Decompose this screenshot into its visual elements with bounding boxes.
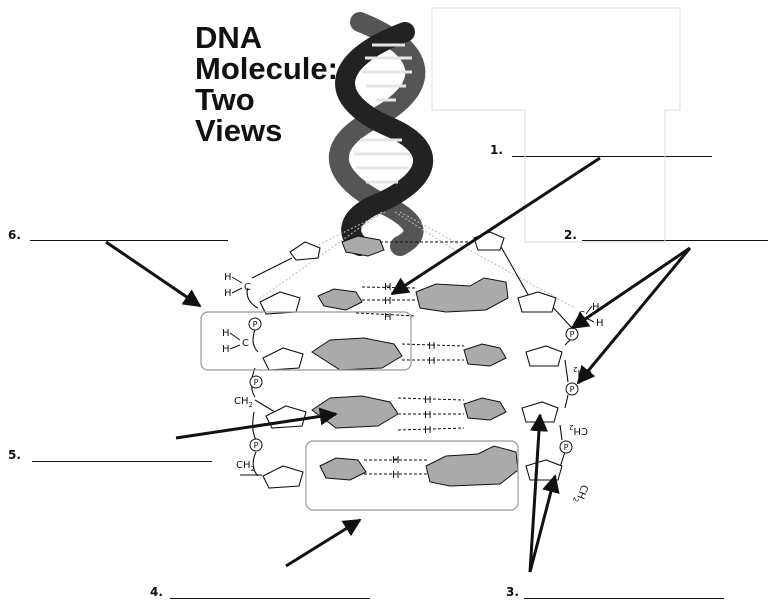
arrow-6 <box>106 242 200 306</box>
hydrogen-atom: H <box>384 312 392 323</box>
nitrogen-bases <box>312 236 518 486</box>
ch2-group-rotated: CH2 <box>571 482 590 504</box>
phosphate-label: P <box>253 320 258 329</box>
hydrogen-atom: H <box>428 341 436 352</box>
hydrogen-atom: H <box>384 296 392 307</box>
hydrogen-atom: H <box>224 288 232 299</box>
arrow-2b <box>578 248 690 383</box>
double-helix-icon <box>258 22 575 308</box>
hydrogen-atom: H <box>596 318 604 329</box>
phosphate-label: P <box>564 443 569 452</box>
carbon-atom: C <box>244 282 251 293</box>
ch2-group-rotated: CH2 <box>569 423 588 436</box>
svg-text:CH2: CH2 <box>571 482 590 504</box>
hydrogen-atom: H <box>222 344 230 355</box>
arrow-4 <box>286 520 360 566</box>
hydrogen-atom: H <box>424 395 432 406</box>
hydrogen-atom: H <box>392 470 400 481</box>
hydrogen-atom: H <box>222 328 230 339</box>
hydrogen-atom: H <box>428 356 436 367</box>
hydrogen-atom: H <box>424 425 432 436</box>
carbon-atom: C <box>242 338 249 349</box>
phosphate-label: P <box>570 330 575 339</box>
hydrogen-atom: H <box>392 455 400 466</box>
phosphate-groups <box>249 318 578 453</box>
ch2-group: CH2 <box>234 396 253 409</box>
hydrogen-atom: H <box>424 410 432 421</box>
phosphate-label: P <box>254 378 259 387</box>
hydrogen-atom: H <box>224 272 232 283</box>
phosphate-label: P <box>570 385 575 394</box>
arrow-2a <box>572 248 690 328</box>
hydrogen-atom: H <box>384 282 392 293</box>
ch2-group: CH2 <box>236 460 255 473</box>
faint-outline <box>432 8 680 242</box>
arrow-5 <box>176 414 336 438</box>
phosphate-label: P <box>254 441 259 450</box>
svg-text:CH2: CH2 <box>569 423 588 436</box>
